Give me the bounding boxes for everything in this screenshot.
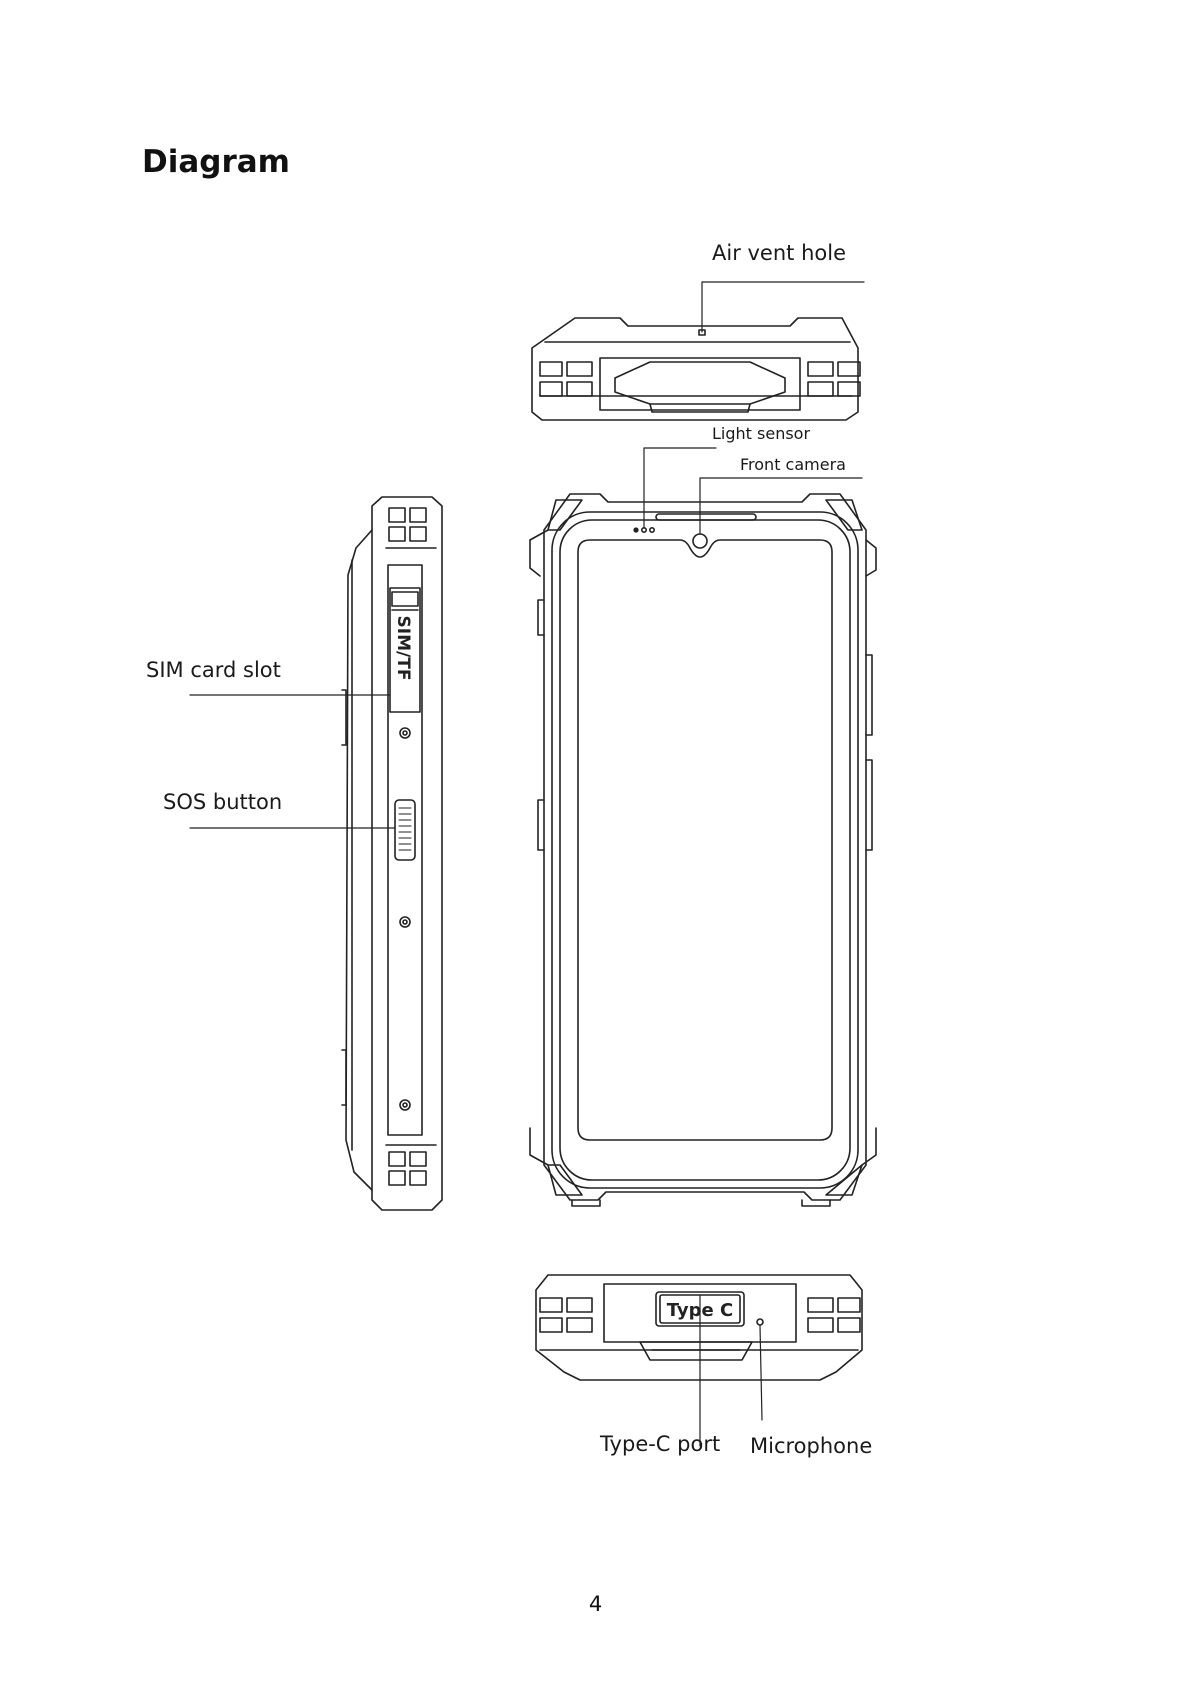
type-c-port (640, 1342, 752, 1360)
light-sensor-leader (644, 448, 716, 528)
side-view-bottom-grips (389, 1152, 426, 1185)
label-sim-card-slot: SIM card slot (146, 658, 281, 682)
label-sos-button: SOS button (163, 790, 282, 814)
bottom-view-right-grips (808, 1298, 860, 1332)
label-light-sensor: Light sensor (712, 424, 810, 443)
label-front-camera: Front camera (740, 455, 846, 474)
side-view-top-grips (389, 508, 426, 541)
microphone-leader (760, 1326, 762, 1420)
bottom-view-left-grips (540, 1298, 592, 1332)
earpiece (656, 514, 756, 520)
bottom-view (536, 1275, 862, 1380)
front-camera (693, 534, 707, 548)
sim-tray-marking: SIM/TF (393, 616, 413, 681)
top-view-right-grips (808, 362, 860, 396)
front-camera-leader (700, 478, 862, 534)
page-number: 4 (0, 1592, 1191, 1616)
microphone (757, 1319, 763, 1325)
sos-button (395, 800, 415, 860)
side-view (342, 497, 442, 1210)
top-view (532, 318, 860, 420)
display-screen (578, 540, 832, 1140)
label-type-c-port: Type-C port (600, 1432, 720, 1456)
front-view (530, 494, 876, 1206)
label-air-vent-hole: Air vent hole (712, 241, 846, 265)
label-microphone: Microphone (750, 1434, 872, 1458)
air-vent-leader (702, 282, 864, 332)
top-view-left-grips (540, 362, 592, 396)
